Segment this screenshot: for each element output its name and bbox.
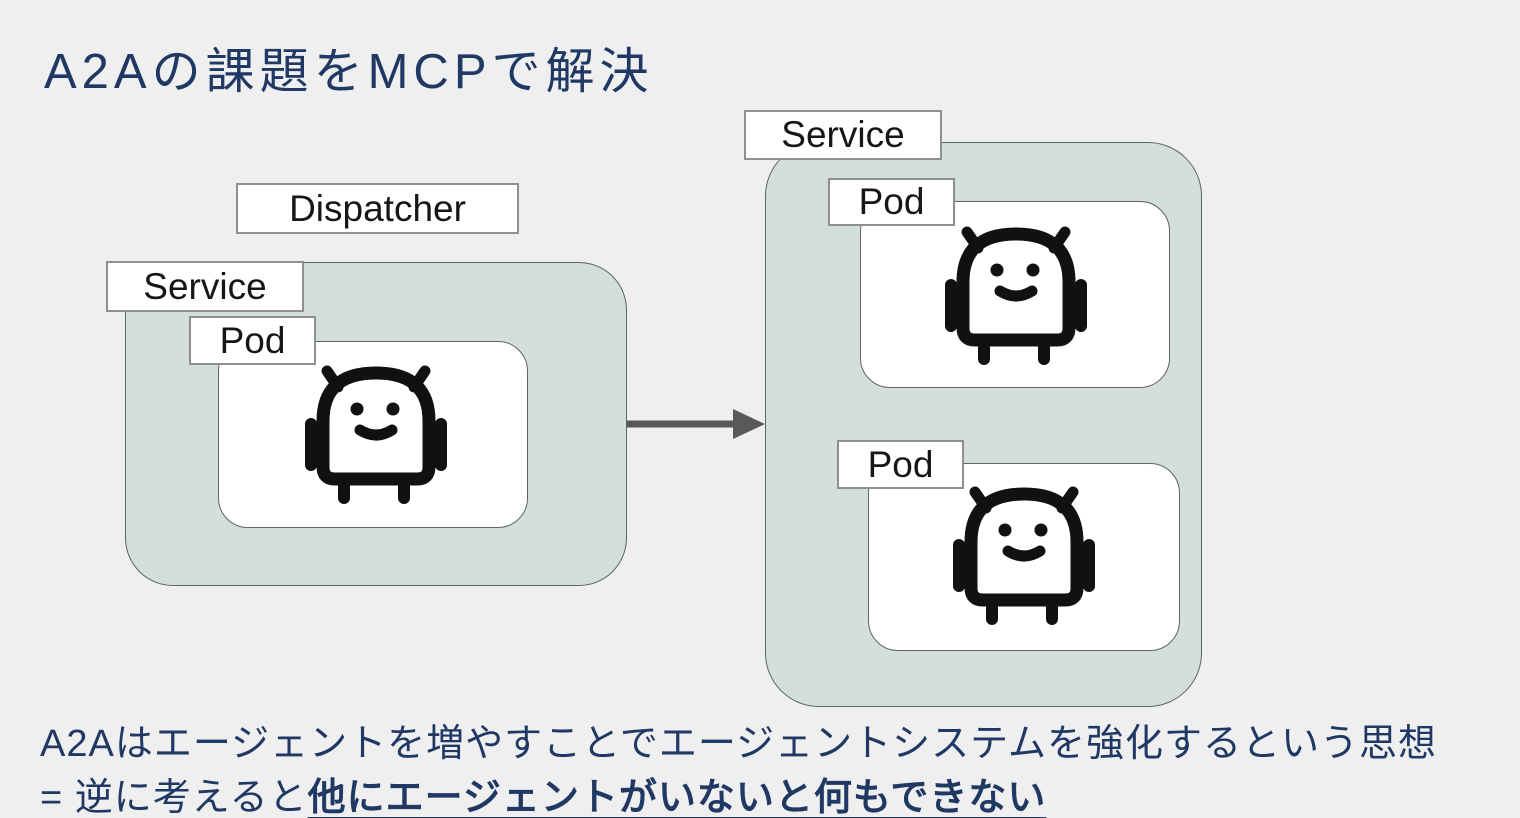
right-arrow-icon bbox=[627, 409, 765, 439]
dispatcher-label: Dispatcher bbox=[236, 183, 519, 234]
right-pod-label-top: Pod bbox=[828, 178, 955, 226]
left-service-label: Service bbox=[106, 261, 304, 312]
footer-line-1: A2Aはエージェントを増やすことでエージェントシステムを強化するという思想 bbox=[40, 723, 1438, 765]
robot-icon bbox=[944, 227, 1088, 367]
right-pod-label-bottom: Pod bbox=[837, 440, 964, 489]
footer-line-2-emphasis: 他にエージェントがいないと何もできない bbox=[307, 777, 1047, 818]
footer-line-2-prefix: = 逆に考えると bbox=[40, 777, 308, 818]
footer-line-2: = 逆に考えると他にエージェントがいないと何もできない bbox=[40, 766, 1046, 818]
right-service-label: Service bbox=[744, 110, 942, 160]
robot-icon bbox=[952, 487, 1096, 627]
page-title: A2Aの課題をMCPで解決 bbox=[44, 45, 654, 99]
left-pod-label: Pod bbox=[189, 316, 316, 365]
robot-icon bbox=[304, 366, 448, 506]
